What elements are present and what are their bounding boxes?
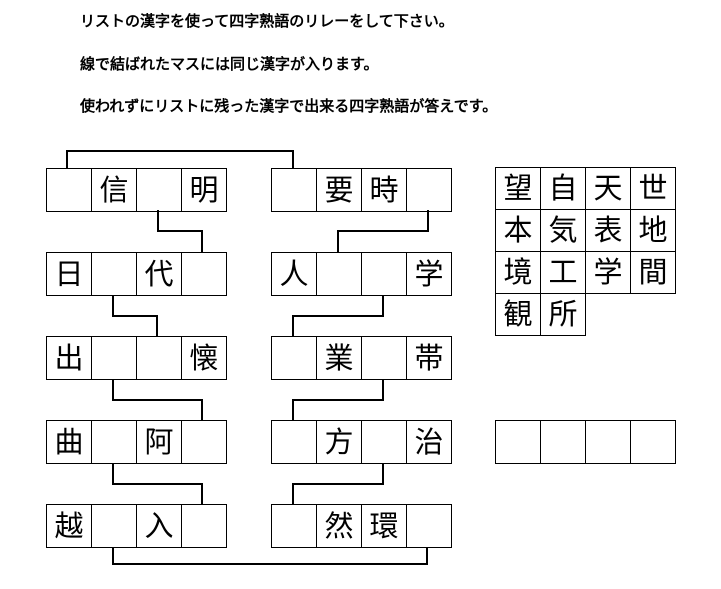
connector: [157, 210, 203, 252]
kanji-list: 望 自 天 世 本 気 表 地 境 工 学 間 観 所: [495, 167, 676, 336]
right-row-1: 要 時: [271, 168, 452, 212]
right-row-5: 然 環: [271, 504, 452, 548]
puzzle-cell[interactable]: [91, 420, 137, 464]
puzzle-cell[interactable]: [271, 504, 317, 548]
right-row-2: 人 学: [271, 252, 452, 296]
puzzle-cell[interactable]: [316, 252, 362, 296]
kanji-list-item[interactable]: 望: [495, 167, 541, 210]
instruction-line-2: 線で結ばれたマスには同じ漢字が入ります。: [80, 55, 379, 73]
kanji-list-item[interactable]: 自: [540, 167, 586, 210]
answer-cell[interactable]: [540, 420, 586, 464]
puzzle-cell[interactable]: [46, 168, 92, 212]
connector: [112, 295, 158, 336]
puzzle-cell[interactable]: 出: [46, 336, 92, 380]
kanji-list-item[interactable]: 天: [585, 167, 631, 210]
kanji-list-item[interactable]: 間: [630, 251, 676, 294]
kanji-list-item[interactable]: 所: [540, 293, 586, 336]
puzzle-cell[interactable]: 懐: [181, 336, 227, 380]
puzzle-cell[interactable]: 曲: [46, 420, 92, 464]
puzzle-cell[interactable]: [136, 168, 182, 212]
connector: [66, 150, 294, 168]
answer-cell[interactable]: [630, 420, 676, 464]
puzzle-cell[interactable]: [136, 336, 182, 380]
kanji-list-item[interactable]: 学: [585, 251, 631, 294]
connector: [337, 210, 429, 252]
kanji-list-item[interactable]: 気: [540, 209, 586, 252]
left-row-2: 日 代: [46, 252, 227, 296]
puzzle-cell[interactable]: 人: [271, 252, 317, 296]
puzzle-cell[interactable]: 帯: [406, 336, 452, 380]
puzzle-cell[interactable]: 方: [316, 420, 362, 464]
kanji-list-item[interactable]: 境: [495, 251, 541, 294]
puzzle-cell[interactable]: [91, 336, 137, 380]
left-row-5: 越 入: [46, 504, 227, 548]
puzzle-cell[interactable]: 時: [361, 168, 407, 212]
puzzle-cell[interactable]: [406, 504, 452, 548]
puzzle-cell[interactable]: 然: [316, 504, 362, 548]
connector: [292, 379, 384, 420]
kanji-list-item[interactable]: 観: [495, 293, 541, 336]
kanji-list-item[interactable]: 世: [630, 167, 676, 210]
kanji-list-item[interactable]: 本: [495, 209, 541, 252]
puzzle-cell[interactable]: 明: [181, 168, 227, 212]
puzzle-cell[interactable]: 代: [136, 252, 182, 296]
left-row-3: 出 懐: [46, 336, 227, 380]
puzzle-cell[interactable]: [181, 252, 227, 296]
puzzle-cell[interactable]: [271, 420, 317, 464]
puzzle-cell[interactable]: 阿: [136, 420, 182, 464]
kanji-list-item[interactable]: 表: [585, 209, 631, 252]
puzzle-cell[interactable]: [181, 420, 227, 464]
puzzle-cell[interactable]: [406, 168, 452, 212]
answer-cell[interactable]: [495, 420, 541, 464]
instruction-line-3: 使われずにリストに残った漢字で出来る四字熟語が答えです。: [80, 97, 498, 115]
puzzle-cell[interactable]: [91, 252, 137, 296]
answer-cell[interactable]: [585, 420, 631, 464]
left-row-1: 信 明: [46, 168, 227, 212]
puzzle-cell[interactable]: [181, 504, 227, 548]
answer-row: [495, 420, 676, 464]
puzzle-cell[interactable]: 治: [406, 420, 452, 464]
connector: [112, 463, 203, 504]
puzzle-cell[interactable]: 信: [91, 168, 137, 212]
puzzle-cell[interactable]: [271, 168, 317, 212]
puzzle-cell[interactable]: [361, 252, 407, 296]
puzzle-cell[interactable]: 入: [136, 504, 182, 548]
connector: [292, 295, 384, 336]
puzzle-cell[interactable]: 越: [46, 504, 92, 548]
puzzle-cell[interactable]: 学: [406, 252, 452, 296]
puzzle-cell[interactable]: [361, 420, 407, 464]
kanji-list-item[interactable]: 地: [630, 209, 676, 252]
connector: [112, 547, 428, 565]
kanji-list-item[interactable]: 工: [540, 251, 586, 294]
puzzle-cell[interactable]: 業: [316, 336, 362, 380]
left-row-4: 曲 阿: [46, 420, 227, 464]
puzzle-cell[interactable]: 要: [316, 168, 362, 212]
puzzle-cell[interactable]: [271, 336, 317, 380]
puzzle-cell[interactable]: 環: [361, 504, 407, 548]
connector: [292, 463, 384, 504]
puzzle-cell[interactable]: [361, 336, 407, 380]
puzzle-cell[interactable]: [91, 504, 137, 548]
puzzle-cell[interactable]: 日: [46, 252, 92, 296]
right-row-4: 方 治: [271, 420, 452, 464]
right-row-3: 業 帯: [271, 336, 452, 380]
connector: [112, 379, 203, 420]
instruction-line-1: リストの漢字を使って四字熟語のリレーをして下さい。: [80, 12, 454, 30]
